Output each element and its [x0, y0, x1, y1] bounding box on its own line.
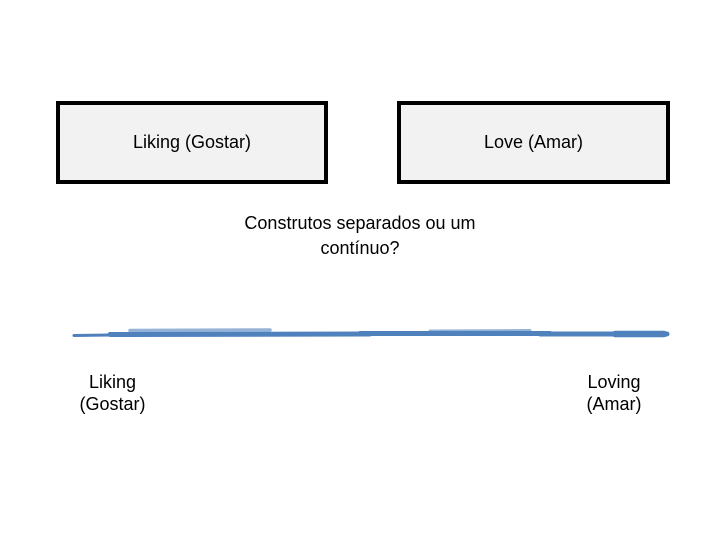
question-line-1: Construtos separados ou um — [244, 213, 476, 233]
continuum-line-stroke-a — [107, 331, 373, 337]
continuum-right-label: Loving (Amar) — [540, 371, 688, 415]
continuum-right-label-line-1: Loving — [587, 372, 641, 392]
liking-box: Liking (Gostar) — [56, 101, 328, 184]
question-text: Construtos separados ou um contínuo? — [160, 211, 560, 261]
continuum-right-label-line-2: (Amar) — [586, 394, 642, 414]
love-box: Love (Amar) — [397, 101, 670, 184]
continuum-left-label-line-2: (Gostar) — [79, 394, 146, 414]
liking-box-label: Liking (Gostar) — [132, 132, 252, 152]
continuum-left-label: Liking (Gostar) — [40, 371, 185, 415]
continuum-line-highlight-left — [128, 328, 272, 333]
continuum-line-highlight-right — [428, 329, 532, 333]
continuum-line — [70, 326, 672, 342]
question-line-2: contínuo? — [320, 238, 400, 258]
love-box-label: Love (Amar) — [483, 132, 584, 152]
continuum-left-label-line-1: Liking — [88, 372, 137, 392]
continuum-line-drawing — [72, 328, 670, 338]
